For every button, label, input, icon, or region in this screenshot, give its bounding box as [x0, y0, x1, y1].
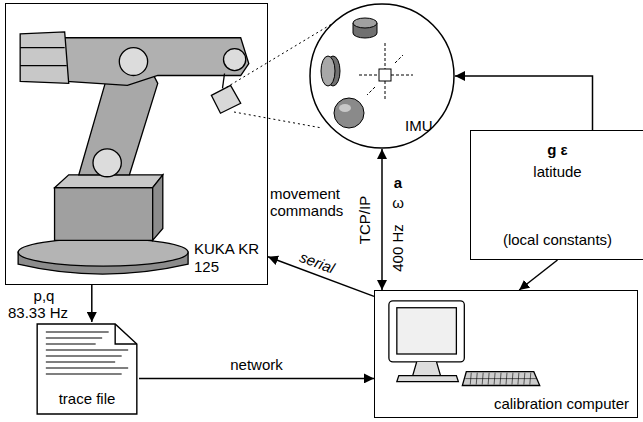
connector-arrow	[91, 285, 93, 322]
robot-box: KUKA KR 125	[5, 3, 268, 285]
connector-arrow	[139, 378, 374, 380]
robot-illustration	[18, 32, 249, 274]
edge-label: network	[228, 357, 285, 374]
connector-arrow	[381, 149, 383, 290]
constants-box: g ε latitude (local constants)	[470, 130, 643, 260]
sensor-illustration	[321, 18, 413, 128]
edge-label: serial	[295, 248, 338, 277]
signal-label: 83.33 Hz	[6, 305, 70, 322]
signal-label: ω	[390, 195, 406, 212]
signal-label: p,q	[32, 288, 57, 305]
node-label: trace file	[35, 390, 139, 408]
node-label: (local constants)	[471, 231, 643, 249]
connector-arrow	[455, 76, 593, 130]
signal-label: movement commands	[268, 186, 352, 219]
computer-box: calibration computer	[374, 290, 638, 418]
node-label: latitude	[471, 163, 643, 181]
imu-circle: IMU	[309, 3, 455, 149]
computer-illustration	[389, 301, 540, 386]
shape	[309, 3, 455, 149]
edge-label: TCP/IP	[357, 193, 374, 245]
signal-label: 400 Hz	[390, 222, 407, 274]
node-label: g ε	[471, 141, 643, 159]
connector-arrow	[519, 260, 557, 290]
signal-label: a	[392, 175, 404, 192]
trace-file: trace file	[35, 322, 139, 416]
zoom-line	[234, 112, 322, 128]
node-label: IMU	[405, 117, 433, 135]
node-label: calibration computer	[494, 395, 629, 413]
node-label: KUKA KR 125	[194, 240, 260, 276]
